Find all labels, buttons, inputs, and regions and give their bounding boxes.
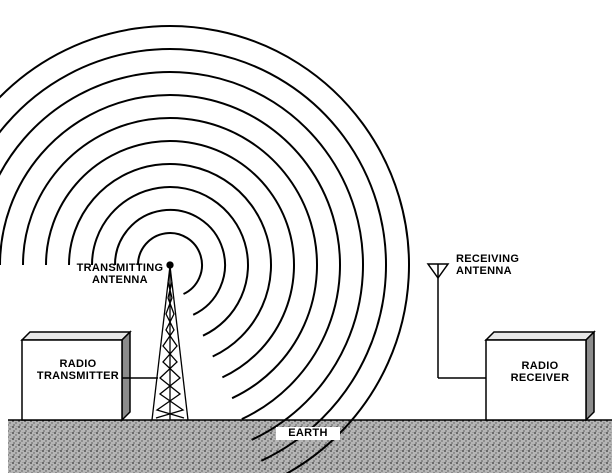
label-line: ANTENNA xyxy=(456,265,512,277)
label-line: ANTENNA xyxy=(92,274,148,286)
radio-receiver-box xyxy=(484,330,596,422)
label-line: RECEIVER xyxy=(510,372,570,384)
label-line: TRANSMITTING xyxy=(76,262,164,274)
radio-wave-arc xyxy=(91,186,249,337)
radio-wave-arc xyxy=(68,162,272,358)
receiving-antenna-icon xyxy=(426,263,486,379)
label-line: RADIO xyxy=(59,358,97,370)
transmitter-tower-icon xyxy=(151,261,189,421)
radio-wave-arc xyxy=(137,231,203,295)
radio-wave-arc xyxy=(45,140,295,379)
radio-wave-arc xyxy=(0,94,341,421)
receiving-antenna-label: RECEIVING ANTENNA xyxy=(456,253,536,277)
radio-wave-arcs xyxy=(0,25,410,473)
radio-wave-arc xyxy=(114,208,226,316)
label-line: RADIO xyxy=(521,360,559,372)
label-line: RECEIVING xyxy=(456,253,520,265)
radio-transmitter-box xyxy=(20,330,132,422)
radio-wave-arc xyxy=(0,71,364,441)
radio-wave-arc xyxy=(0,48,387,462)
radio-wave-arc xyxy=(22,116,318,400)
radio-wave-arc xyxy=(0,25,410,473)
transmitting-antenna-label: TRANSMITTING ANTENNA xyxy=(72,262,168,286)
radio-transmitter-label: RADIO TRANSMITTER xyxy=(24,358,132,382)
earth-label: EARTH xyxy=(276,427,340,440)
radio-receiver-label: RADIO RECEIVER xyxy=(486,360,594,384)
label-line: TRANSMITTER xyxy=(36,370,120,382)
